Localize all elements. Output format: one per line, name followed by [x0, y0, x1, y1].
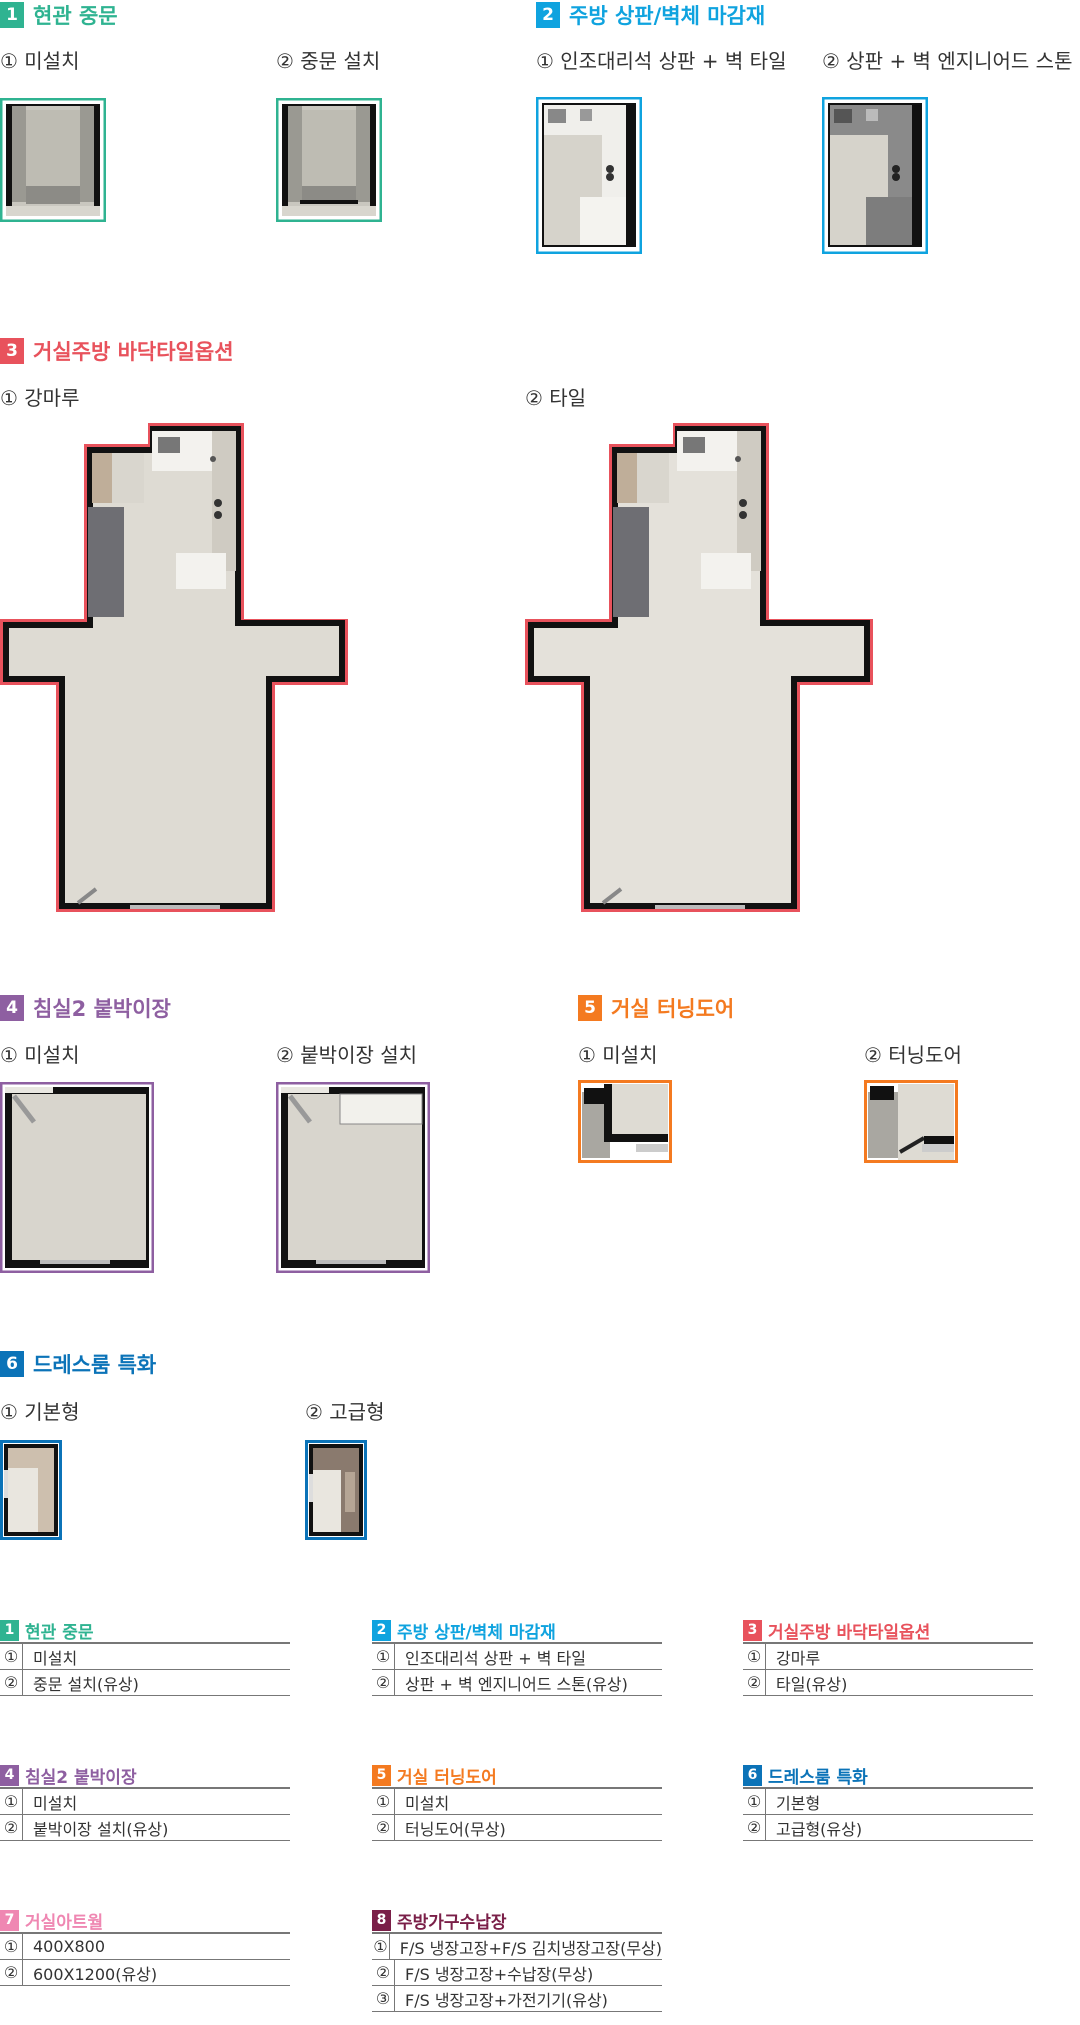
section-5-label: 거실 터닝도어 — [611, 997, 735, 1021]
section-3-label: 거실주방 바닥타일옵션 — [33, 340, 234, 364]
section-6-label: 드레스룸 특화 — [33, 1353, 157, 1377]
summary-8-label: 주방가구수납장 — [397, 1912, 507, 1933]
section-3-option-2: ② 타일 — [525, 386, 587, 410]
entrance-plan-with-door — [276, 98, 382, 222]
dressroom-plan-basic — [0, 1440, 62, 1540]
section-5-badge: 5 — [578, 995, 602, 1021]
bedroom2-plan-no-closet — [0, 1082, 154, 1273]
section-5-title: 5 거실 터닝도어 — [578, 993, 734, 1023]
summary-1-badge: 1 — [0, 1619, 19, 1641]
section-4-title: 4 침실2 붙박이장 — [0, 993, 171, 1023]
section-4-label: 침실2 붙박이장 — [33, 997, 171, 1021]
living-floor-plan-tile — [525, 423, 873, 913]
section-2-badge: 2 — [536, 2, 560, 28]
summary-5-title: 5 거실 터닝도어 — [372, 1763, 662, 1788]
living-plan-turning-door — [864, 1080, 958, 1163]
section-1-label: 현관 중문 — [33, 4, 118, 28]
section-6-option-1: ① 기본형 — [0, 1400, 80, 1424]
section-1-option-1: ① 미설치 — [0, 49, 80, 73]
summary-7-badge: 7 — [0, 1909, 19, 1931]
summary-4-label: 침실2 붙박이장 — [25, 1767, 137, 1788]
section-4-badge: 4 — [0, 995, 24, 1021]
summary-1-title: 1 현관 중문 — [0, 1618, 290, 1643]
living-plan-no-turning-door — [578, 1080, 672, 1163]
section-6-option-2: ② 고급형 — [305, 1400, 385, 1424]
section-2-label: 주방 상판/벽체 마감재 — [569, 4, 766, 28]
section-4-option-1: ① 미설치 — [0, 1043, 80, 1067]
kitchen-plan-option-2 — [822, 97, 928, 254]
living-floor-plan-wood — [0, 423, 348, 913]
summary-5-label: 거실 터닝도어 — [397, 1767, 497, 1788]
dressroom-plan-premium — [305, 1440, 367, 1540]
summary-3-badge: 3 — [743, 1619, 762, 1641]
section-2-option-1: ① 인조대리석 상판 + 벽 타일 — [536, 49, 787, 73]
summary-6-badge: 6 — [743, 1764, 762, 1786]
summary-8-title: 8 주방가구수납장 — [372, 1908, 662, 1933]
section-2-title: 2 주방 상판/벽체 마감재 — [536, 0, 765, 30]
summary-6-label: 드레스룸 특화 — [768, 1767, 868, 1788]
summary-7-label: 거실아트월 — [25, 1912, 104, 1933]
section-1-option-2: ② 중문 설치 — [276, 49, 381, 73]
summary-6-title: 6 드레스룸 특화 — [743, 1763, 1033, 1788]
section-5-option-1: ① 미설치 — [578, 1043, 658, 1067]
summary-4-badge: 4 — [0, 1764, 19, 1786]
section-2-option-2: ② 상판 + 벽 엔지니어드 스톤 — [822, 49, 1073, 73]
summary-2-title: 2 주방 상판/벽체 마감재 — [372, 1618, 662, 1643]
summary-3-title: 3 거실주방 바닥타일옵션 — [743, 1618, 1033, 1643]
section-3-title: 3 거실주방 바닥타일옵션 — [0, 336, 234, 366]
section-1-badge: 1 — [0, 2, 24, 28]
bedroom2-plan-with-closet — [276, 1082, 430, 1273]
summary-2-badge: 2 — [372, 1619, 391, 1641]
section-4-option-2: ② 붙박이장 설치 — [276, 1043, 418, 1067]
section-1-title: 1 현관 중문 — [0, 0, 118, 30]
section-6-title: 6 드레스룸 특화 — [0, 1349, 156, 1379]
section-3-badge: 3 — [0, 338, 24, 364]
summary-1-label: 현관 중문 — [25, 1622, 94, 1643]
summary-8-badge: 8 — [372, 1909, 391, 1931]
entrance-plan-no-door — [0, 98, 106, 222]
kitchen-plan-option-1 — [536, 97, 642, 254]
section-3-option-1: ① 강마루 — [0, 386, 80, 410]
summary-5-badge: 5 — [372, 1764, 391, 1786]
summary-2-label: 주방 상판/벽체 마감재 — [397, 1622, 556, 1643]
section-6-badge: 6 — [0, 1351, 24, 1377]
summary-7-title: 7 거실아트월 — [0, 1908, 290, 1933]
section-5-option-2: ② 터닝도어 — [864, 1043, 962, 1067]
summary-4-title: 4 침실2 붙박이장 — [0, 1763, 290, 1788]
summary-3-label: 거실주방 바닥타일옵션 — [768, 1622, 931, 1643]
